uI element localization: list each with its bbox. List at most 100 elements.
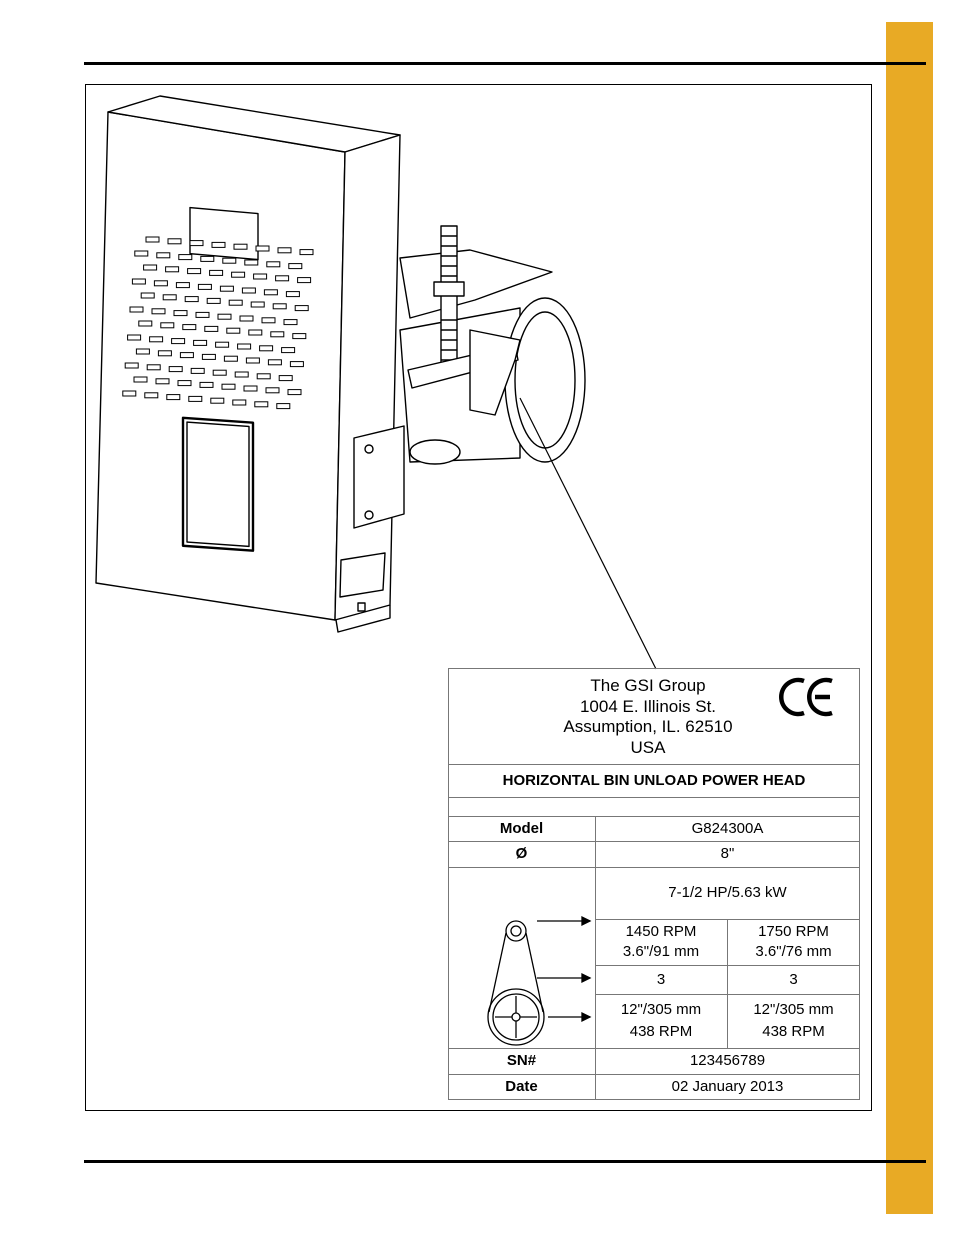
diameter-value: 8" <box>595 841 860 867</box>
louver-slot <box>139 321 152 326</box>
louver-slot <box>172 339 185 344</box>
louver-slot <box>227 328 240 333</box>
louver-slot <box>277 404 290 409</box>
louver-slot <box>240 316 253 321</box>
serial-label: SN# <box>448 1048 595 1074</box>
manufacturer-street: 1004 E. Illinois St. <box>448 697 848 718</box>
driven-pulley-size-60hz: 12"/305 mm <box>753 999 833 1021</box>
louver-slot <box>273 304 286 309</box>
louver-slot <box>289 264 302 269</box>
date-value: 02 January 2013 <box>595 1074 860 1099</box>
louver-slot <box>244 386 257 391</box>
louver-slot <box>207 298 220 303</box>
power-rating: 7-1/2 HP/5.63 kW <box>595 867 860 919</box>
louver-slot <box>245 260 258 265</box>
louver-slot <box>279 376 292 381</box>
louver-slot <box>282 348 295 353</box>
louver-slot <box>194 340 207 345</box>
louver-slot <box>242 288 255 293</box>
louver-slot <box>229 300 242 305</box>
louver-slot <box>202 354 215 359</box>
driven-pulley-60hz: 12"/305 mm 438 RPM <box>727 994 860 1048</box>
mounting-bracket <box>354 426 404 528</box>
louver-slot <box>178 381 191 386</box>
louver-slot <box>134 377 147 382</box>
label-window <box>190 208 258 260</box>
louver-slot <box>125 363 138 368</box>
louver-slot <box>166 267 179 272</box>
model-label: Model <box>448 816 595 841</box>
louver-slot <box>136 349 149 354</box>
louver-slot <box>295 306 308 311</box>
louver-slot <box>286 292 299 297</box>
louver-slot <box>145 393 158 398</box>
divider <box>448 797 860 798</box>
louver-slot <box>249 330 262 335</box>
motor-rpm-60hz: 1750 RPM <box>758 922 829 942</box>
louver-slot <box>256 246 269 251</box>
louver-slot <box>185 297 198 302</box>
louver-slot <box>222 384 235 389</box>
louver-slot <box>264 290 277 295</box>
louver-slot <box>298 278 311 283</box>
louver-slot <box>262 318 275 323</box>
louver-slot <box>257 374 270 379</box>
louver-slot <box>135 251 148 256</box>
louver-slot <box>191 368 204 373</box>
louver-slot <box>189 396 202 401</box>
louver-slot <box>156 379 169 384</box>
manufacturer-country: USA <box>448 738 848 759</box>
louver-slot <box>278 248 291 253</box>
louver-slot <box>146 237 159 242</box>
louver-slot <box>198 284 211 289</box>
louver-slot <box>246 358 259 363</box>
louver-slot <box>276 276 289 281</box>
louver-slot <box>123 391 136 396</box>
louver-slot <box>268 360 281 365</box>
model-value: G824300A <box>595 816 860 841</box>
manufacturer-name: The GSI Group <box>448 676 848 697</box>
louver-slot <box>211 398 224 403</box>
louver-slot <box>266 388 279 393</box>
manufacturer-city: Assumption, IL. 62510 <box>448 717 848 738</box>
louver-slot <box>205 326 218 331</box>
manufacturer-address: The GSI Group 1004 E. Illinois St. Assum… <box>448 676 848 758</box>
louver-slot <box>210 270 223 275</box>
louver-slot <box>218 314 231 319</box>
louver-slot <box>290 362 303 367</box>
louver-slot <box>157 253 170 258</box>
louver-slot <box>130 307 143 312</box>
louver-slot <box>132 279 145 284</box>
louver-slot <box>144 265 157 270</box>
leader-line <box>520 398 656 669</box>
control-box-side <box>335 135 400 620</box>
louver-slot <box>154 281 167 286</box>
louver-slot <box>200 382 213 387</box>
louver-slot <box>201 256 214 261</box>
louver-slot <box>158 351 171 356</box>
motor-speed-50hz: 1450 RPM 3.6"/91 mm <box>595 919 727 965</box>
louver-slot <box>169 367 182 372</box>
louver-slot <box>190 241 203 246</box>
louver-slot <box>216 342 229 347</box>
louver-slot <box>288 390 301 395</box>
belt-count-50hz: 3 <box>595 965 727 994</box>
louver-slot <box>223 258 236 263</box>
louver-slot <box>167 395 180 400</box>
louver-slot <box>163 295 176 300</box>
louver-slot <box>212 242 225 247</box>
louver-slot <box>152 309 165 314</box>
louver-slot <box>267 262 280 267</box>
louver-slot <box>232 272 245 277</box>
divider <box>448 1099 860 1100</box>
motor-pulley-60hz: 3.6"/76 mm <box>755 942 831 962</box>
louver-slot <box>141 293 154 298</box>
belt-count-60hz: 3 <box>727 965 860 994</box>
louver-slot <box>161 323 174 328</box>
louver-slot <box>251 302 264 307</box>
louver-slot <box>213 370 226 375</box>
louver-slot <box>174 311 187 316</box>
motor-pulley-50hz: 3.6"/91 mm <box>623 942 699 962</box>
driven-rpm-60hz: 438 RPM <box>762 1021 825 1043</box>
louver-slot <box>254 274 267 279</box>
